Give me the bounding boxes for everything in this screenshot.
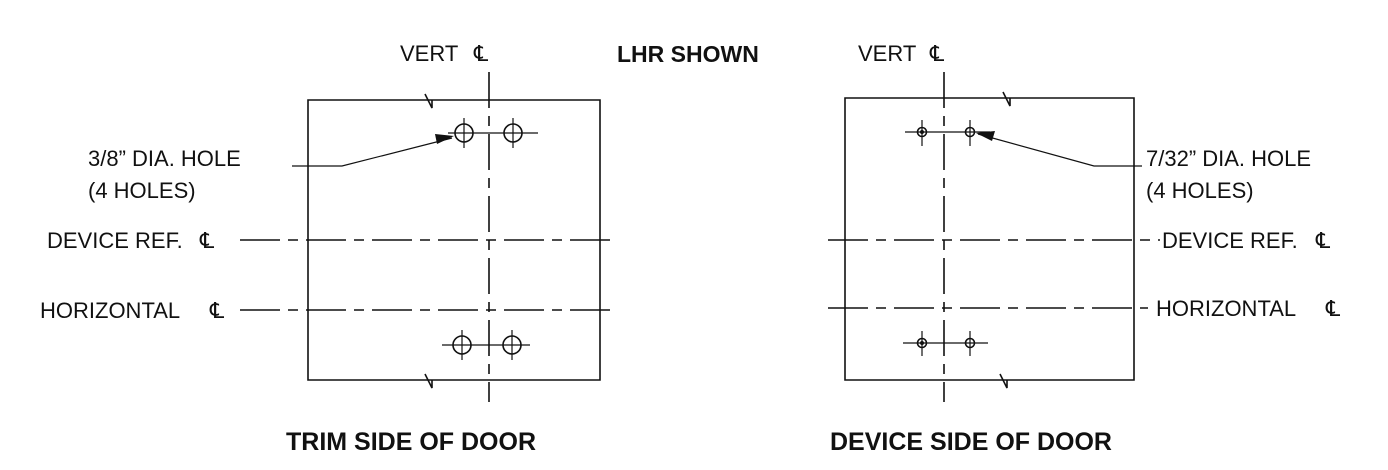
device-device-ref-centerline-symbol: ℄ (1315, 228, 1331, 253)
lhr-shown-note: LHR SHOWN (617, 41, 759, 67)
device-horizontal-label: HORIZONTAL (1156, 296, 1296, 321)
device-horizontal-centerline-symbol: ℄ (1325, 296, 1341, 321)
device-vert-label: VERT (858, 41, 916, 66)
trim-side-title: TRIM SIDE OF DOOR (286, 428, 536, 456)
device-side-view: VERT ℄ 7/32” DIA. HOLE (4 HOLES) DEVICE … (828, 41, 1341, 456)
trim-vert-centerline-symbol: ℄ (473, 41, 489, 66)
trim-hole-size-label: 3/8” DIA. HOLE (88, 146, 241, 171)
device-break-mark-top (1002, 91, 1011, 107)
trim-break-mark-bottom (424, 373, 433, 389)
trim-hole-count-label: (4 HOLES) (88, 178, 196, 203)
trim-hole-leader (292, 137, 453, 167)
device-hole-count-label: (4 HOLES) (1146, 178, 1254, 203)
trim-horizontal-label: HORIZONTAL (40, 298, 180, 323)
trim-leader-arrowhead (435, 134, 454, 144)
trim-vert-label: VERT (400, 41, 458, 66)
device-side-title: DEVICE SIDE OF DOOR (830, 428, 1112, 456)
device-vert-centerline-symbol: ℄ (929, 41, 945, 66)
device-hole-leader (977, 133, 1142, 167)
trim-door-outline (307, 99, 601, 381)
device-device-ref-label: DEVICE REF. (1162, 228, 1298, 253)
trim-horizontal-centerline-symbol: ℄ (209, 298, 225, 323)
trim-device-ref-label: DEVICE REF. (47, 228, 183, 253)
trim-break-mark-top (424, 93, 433, 109)
device-hole-size-label: 7/32” DIA. HOLE (1146, 146, 1311, 171)
device-break-mark-bottom (999, 373, 1008, 389)
device-door-outline (844, 97, 1135, 381)
device-leader-arrowhead (976, 131, 995, 141)
trim-side-view: VERT ℄ 3/8” DIA. HOLE (4 HOLES) DEVICE R… (40, 41, 618, 456)
trim-device-ref-centerline-symbol: ℄ (199, 228, 215, 253)
